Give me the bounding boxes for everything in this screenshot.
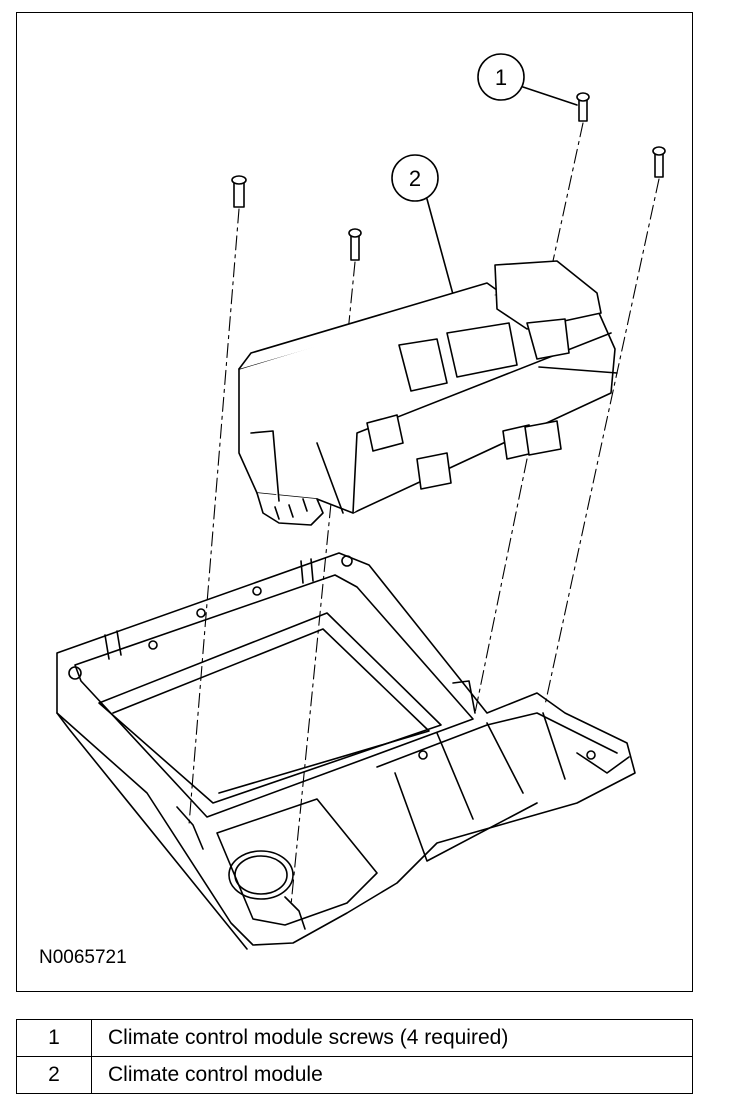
screw <box>348 228 362 261</box>
climate-control-module <box>238 260 618 526</box>
screw <box>576 92 590 122</box>
legend-row: 1 Climate control module screws (4 requi… <box>16 1019 693 1057</box>
legend-number: 1 <box>16 1019 92 1057</box>
legend-description: Climate control module screws (4 require… <box>91 1019 693 1057</box>
svg-text:1: 1 <box>495 65 507 90</box>
legend-row: 2 Climate control module <box>16 1056 693 1094</box>
console-bezel <box>56 552 636 950</box>
exploded-view-drawing: 1 2 <box>56 53 666 950</box>
figure-id: N0065721 <box>39 947 127 968</box>
diagram-frame: 1 2 <box>16 12 693 992</box>
callout-1: 1 <box>477 53 578 106</box>
svg-text:2: 2 <box>409 166 421 191</box>
legend-table: 1 Climate control module screws (4 requi… <box>16 1019 693 1094</box>
legend-number: 2 <box>16 1056 92 1094</box>
screw <box>231 175 247 208</box>
screw <box>652 146 666 178</box>
legend-description: Climate control module <box>91 1056 693 1094</box>
